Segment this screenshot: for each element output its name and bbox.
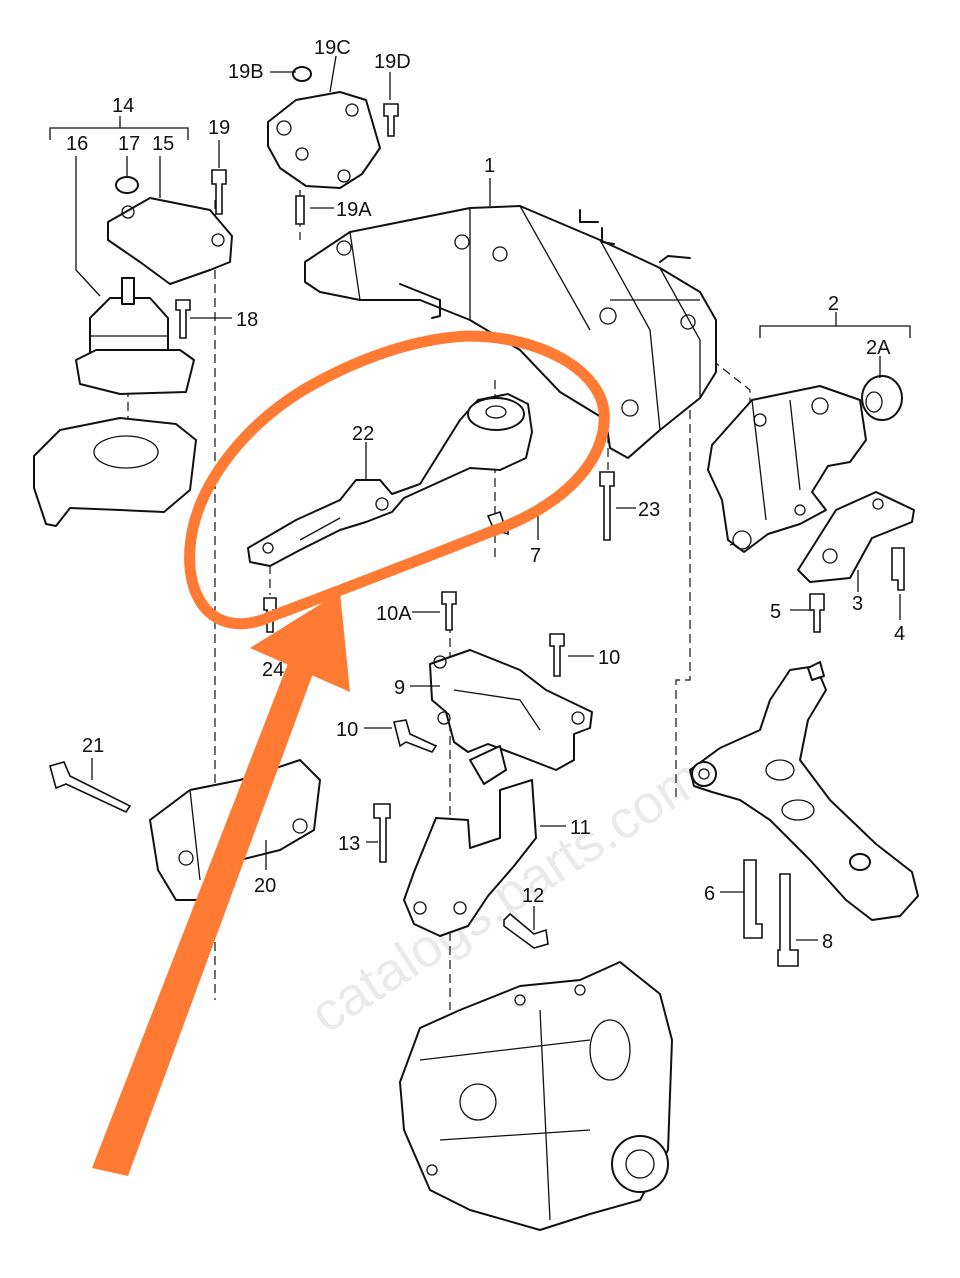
subframe-part-1: [304, 205, 717, 459]
label-8: 8: [822, 931, 833, 953]
label-15: 15: [152, 133, 174, 155]
bolt-part-10b: [393, 719, 438, 753]
bolt-part-10: [549, 633, 565, 677]
bolt-part-8: [777, 873, 799, 967]
orange-arrow: [92, 592, 350, 1176]
bolt-part-18: [175, 299, 191, 339]
label-9: 9: [394, 677, 405, 699]
label-1: 1: [484, 155, 495, 177]
label-17: 17: [118, 133, 140, 155]
label-5: 5: [770, 601, 781, 623]
label-19a: 19A: [336, 199, 372, 221]
bracket-part-2: [707, 375, 915, 583]
label-4: 4: [894, 623, 905, 645]
plate-part-3: [797, 491, 915, 583]
torque-support-part-22: [247, 393, 533, 567]
bolt-part-10a: [441, 591, 457, 631]
label-14: 14: [112, 95, 134, 117]
control-arm: [689, 661, 919, 921]
label-18: 18: [236, 309, 258, 331]
label-24: 24: [262, 659, 284, 681]
label-2: 2: [828, 293, 839, 315]
bolt-part-21: [49, 761, 132, 814]
label-19d: 19D: [374, 51, 411, 73]
label-3: 3: [852, 593, 863, 615]
bracket-part-19c: [267, 66, 399, 225]
bolt-part-19d: [383, 103, 399, 137]
bolt-part-23: [599, 471, 615, 541]
label-6: 6: [704, 883, 715, 905]
label-21: 21: [82, 735, 104, 757]
nut-part-17: [115, 176, 139, 194]
orange-hand-drawn-circle: [184, 330, 610, 630]
label-23: 23: [638, 499, 660, 521]
nut-part-19b: [292, 66, 312, 82]
bolt-part-13: [373, 803, 391, 863]
bolt-part-12: [503, 912, 549, 949]
label-20: 20: [254, 875, 276, 897]
label-19b: 19B: [228, 61, 264, 83]
bolt-part-4: [891, 547, 905, 591]
heat-shield: [33, 417, 197, 527]
label-12: 12: [522, 885, 544, 907]
label-7: 7: [530, 545, 541, 567]
label-11: 11: [570, 817, 591, 839]
transmission-mount-part-9: [429, 649, 593, 785]
label-19: 19: [208, 117, 230, 139]
label-13: 13: [338, 833, 360, 855]
mount-bracket-part-15: [107, 197, 233, 285]
label-10-left: 10: [336, 719, 358, 741]
bracket-part-11: [403, 779, 537, 937]
label-19c: 19C: [314, 37, 351, 59]
label-2a: 2A: [866, 337, 891, 359]
bolt-part-6: [743, 859, 763, 939]
engine-mount-part-14: [33, 176, 233, 527]
part-labels: 14 16 17 15 19 18 19B 19C 19D 19A 1 2 2A…: [66, 37, 905, 953]
stud-part-19a: [295, 195, 305, 225]
label-10a: 10A: [376, 603, 412, 625]
leader-lines: [49, 55, 911, 941]
transmission-housing: [399, 961, 673, 1231]
bolt-part-19: [211, 169, 227, 215]
label-10: 10: [598, 647, 620, 669]
annotation-overlay: [92, 330, 610, 1176]
bolt-part-5: [809, 593, 825, 633]
label-22: 22: [352, 423, 374, 445]
label-16: 16: [66, 133, 88, 155]
